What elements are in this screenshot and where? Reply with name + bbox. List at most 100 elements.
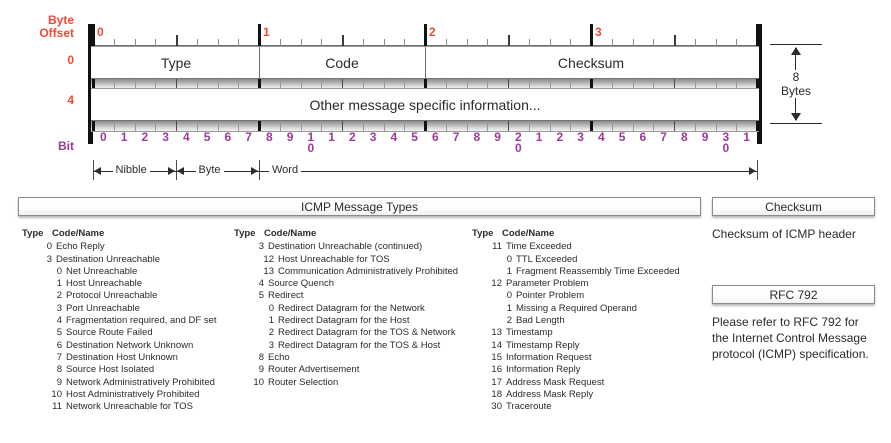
ruler-tick-byte (423, 24, 427, 46)
ruler-tick-nibble (674, 35, 676, 46)
ruler-tick-bit (196, 39, 198, 46)
bit-number: 5 (618, 130, 626, 144)
mid-tick-bit (404, 79, 406, 89)
message-type-code: 3 (56, 302, 62, 314)
mid-tick-bit (487, 79, 489, 89)
mid-tick-bit (549, 79, 551, 89)
row-offset-4-label: 4 (67, 93, 74, 107)
ruler-tick-byte (755, 24, 759, 46)
message-type-name: Redirect (268, 290, 304, 302)
ruler-tick-bit (134, 39, 136, 46)
bit-number: 7 (452, 130, 460, 144)
mid-tick-bit (300, 121, 302, 131)
span-boundary-tick (93, 160, 94, 180)
mid-tick-byte (423, 79, 427, 89)
bit-number: 2 (556, 130, 564, 144)
mid-tick-bit (549, 121, 551, 131)
arrow-down-icon (791, 113, 801, 121)
mid-tick-bit (736, 121, 738, 131)
checksum-title-bar: Checksum (712, 197, 875, 216)
message-type-name: Information Request (506, 351, 592, 363)
bit-number: 8 (473, 130, 481, 144)
bit-number: 1 (120, 130, 128, 144)
mid-tick-bit (300, 79, 302, 89)
message-type-name: Redirect Datagram for the TOS & Host (278, 339, 441, 351)
message-type-code: 13 (491, 327, 502, 339)
mid-tick-byte (755, 121, 759, 131)
mid-tick-bit (155, 79, 157, 89)
message-type-code: 1 (268, 315, 274, 327)
message-type-name: Network Administratively Prohibited (66, 376, 215, 388)
mid-tick-nibble (508, 79, 509, 89)
message-type-code: 5 (56, 327, 62, 339)
checksum-description: Checksum of ICMP header (712, 227, 856, 241)
message-type-name: Source Quench (268, 278, 335, 290)
arrow-right-icon (251, 167, 258, 175)
arrow-up-icon (791, 47, 801, 55)
message-type-code: 9 (56, 376, 62, 388)
message-type-name: Destination Host Unknown (66, 351, 178, 363)
message-type-code: 18 (491, 388, 502, 400)
ruler-tick-byte (91, 24, 95, 46)
header-cell-code-name: Code/Name (52, 228, 105, 239)
message-type-name: Echo (268, 351, 290, 363)
message-type-code: 8 (56, 364, 62, 376)
message-type-code: 15 (491, 351, 502, 363)
message-type-name: Destination Network Unknown (66, 339, 194, 351)
mid-tick-byte (257, 79, 261, 89)
byte-offset-number: 0 (97, 25, 104, 39)
message-type-code: 10 (253, 376, 264, 388)
message-type-code: 2 (56, 290, 62, 302)
field-type: Type (93, 47, 260, 79)
mid-tick-bit (528, 79, 530, 89)
mid-tick-bit (279, 121, 281, 131)
mid-tick-bit (279, 79, 281, 89)
size-brace-text: 8 Bytes (766, 70, 826, 98)
mid-tick-bit (570, 121, 572, 131)
message-type-code: 16 (491, 364, 502, 376)
mid-tick-bit (238, 121, 240, 131)
ruler-tick-bit (321, 39, 323, 46)
message-type-code: 3 (258, 241, 264, 253)
field-checksum: Checksum (557, 55, 625, 71)
mid-tick-nibble (342, 121, 343, 131)
mid-tick-bit (611, 121, 613, 131)
ruler-tick-bit (715, 39, 717, 46)
mid-tick-bit (653, 121, 655, 131)
ruler-tick-bit (155, 39, 157, 46)
bit-number: 2 (349, 130, 356, 144)
message-type-code: 14 (491, 339, 502, 351)
size-brace-unit: Bytes (780, 84, 811, 98)
mid-tick-bit (321, 121, 323, 131)
mid-tick-bit (715, 79, 717, 89)
bit-number: 3 (369, 130, 377, 144)
message-type-name: Router Advertisement (268, 364, 360, 376)
message-type-code: 10 (51, 388, 62, 400)
rfc792-title-bar: RFC 792 (712, 285, 875, 304)
message-type-row: 9 Network Administratively Prohibited (22, 377, 250, 389)
span-boundary-tick (757, 160, 758, 180)
span-line (259, 171, 757, 172)
bit-number: 3 (577, 130, 584, 144)
ruler-tick-bit (113, 39, 115, 46)
mid-tick-byte (91, 121, 95, 131)
ruler-tick-bit (611, 39, 613, 46)
ruler-tick-byte (589, 24, 593, 46)
bit-number: 6 (432, 130, 439, 144)
byte-offset-number: 3 (595, 25, 602, 39)
